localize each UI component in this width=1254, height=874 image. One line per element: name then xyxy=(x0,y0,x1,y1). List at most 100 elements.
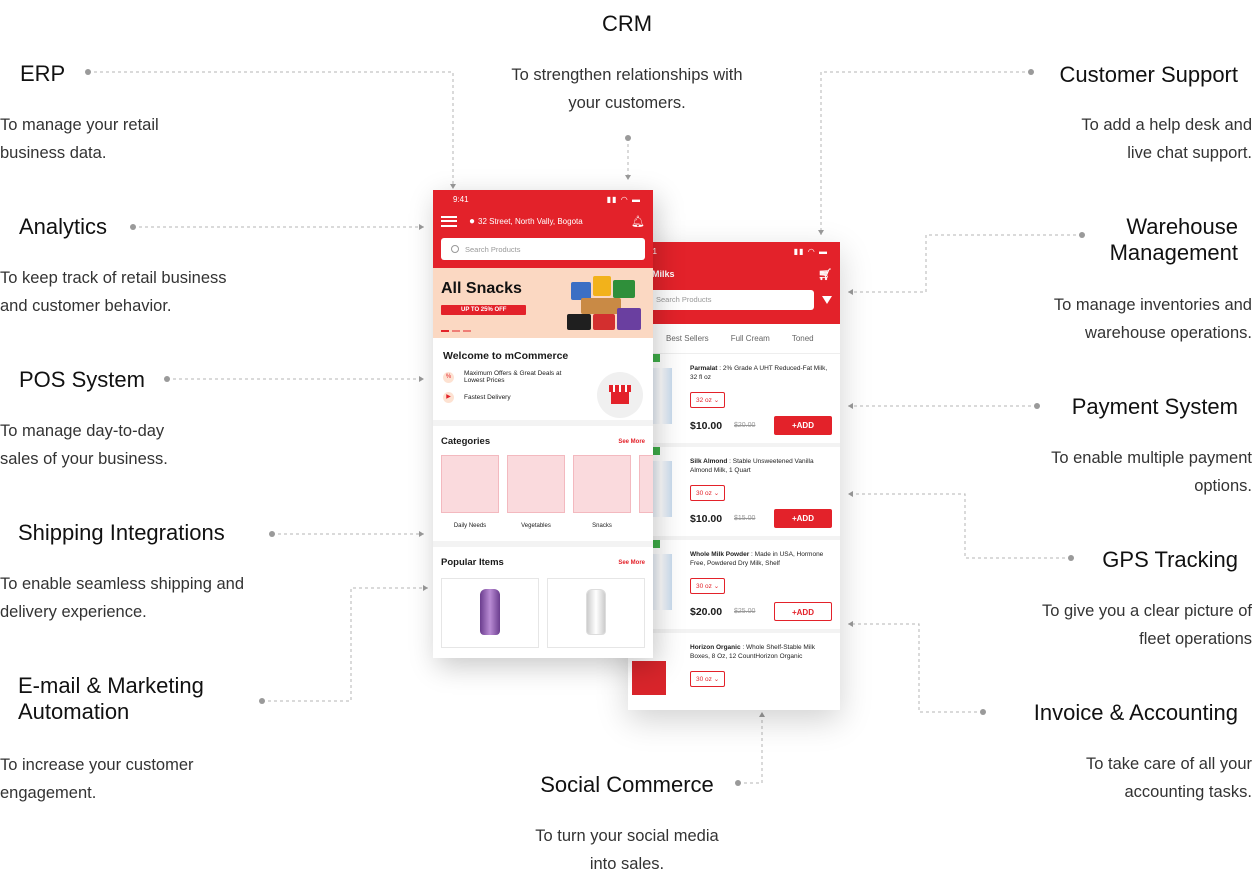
price: $10.00 xyxy=(690,420,723,432)
category-image xyxy=(639,455,653,513)
feature-title: GPS Tracking xyxy=(1102,547,1238,572)
price: $10.00 xyxy=(690,513,723,525)
feature-support-desc: To add a help desk and live chat support… xyxy=(1081,111,1252,167)
welcome-line: Fastest Delivery xyxy=(464,394,511,401)
old-price: $20.00 xyxy=(734,422,756,429)
delivery-truck-icon: ▶ xyxy=(443,392,454,403)
feature-pos-desc: To manage day-to-day sales of your busin… xyxy=(0,417,168,473)
banner-discount: UP TO 25% OFF xyxy=(441,305,527,315)
product-title: Horizon Organic : Whole Shelf-Stable Mil… xyxy=(690,643,830,661)
menu-icon[interactable] xyxy=(441,215,457,227)
feature-analytics-desc: To keep track of retail business and cus… xyxy=(0,264,227,320)
feature-warehouse: Warehouse Management xyxy=(1110,214,1238,266)
product-image xyxy=(650,368,672,424)
screen-title: Milks xyxy=(652,269,675,279)
welcome-line: Maximum Offers & Great Deals at Lowest P… xyxy=(464,370,562,384)
app-header: 9:41 ▮▮ ◠ ▬ ● 32 Street, North Vally, Bo… xyxy=(433,190,653,268)
tab-toned[interactable]: Toned xyxy=(791,334,814,343)
search-input[interactable]: Search Products xyxy=(650,290,814,310)
feature-description: To enable multiple payment options. xyxy=(1051,449,1252,495)
tab-full-cream[interactable]: Full Cream xyxy=(730,334,770,343)
app-header: 41 ▮▮ ◠ ▬ Milks 🛒︎ Search Products xyxy=(628,242,840,324)
search-placeholder: Search Products xyxy=(465,244,521,254)
search-row: Search Products xyxy=(628,290,840,310)
see-more-link[interactable]: See More xyxy=(618,559,645,566)
size-select[interactable]: 32 oz ⌄ xyxy=(690,392,726,408)
feature-invoice: Invoice & Accounting xyxy=(1034,700,1238,726)
size-select[interactable]: 30 oz ⌄ xyxy=(690,578,726,594)
add-button[interactable]: +ADD xyxy=(774,416,832,435)
product-card: Parmalat : 2% Grade A UHT Reduced-Fat Mi… xyxy=(628,354,840,447)
category-daily-needs[interactable]: Daily Needs xyxy=(441,455,499,529)
screen-title-row: Milks 🛒︎ xyxy=(628,260,840,282)
feature-email-desc: To increase your customer engagement. xyxy=(0,751,194,807)
category-image xyxy=(441,455,499,513)
offer-icon: % xyxy=(443,371,454,383)
feature-title: Payment System xyxy=(1071,394,1238,419)
feature-shipping: Shipping Integrations xyxy=(18,520,225,546)
promo-banner[interactable]: All Snacks UP TO 25% OFF xyxy=(433,268,653,338)
store-icon xyxy=(597,372,643,418)
product-title: Parmalat : 2% Grade A UHT Reduced-Fat Mi… xyxy=(690,364,830,382)
welcome-card: Welcome to mCommerce % Maximum Offers & … xyxy=(433,338,653,426)
size-select[interactable]: 30 oz ⌄ xyxy=(690,485,726,501)
add-button[interactable]: +ADD xyxy=(774,602,832,621)
delivery-address[interactable]: 32 Street, North Vally, Bogota xyxy=(478,216,583,226)
see-more-link[interactable]: See More xyxy=(618,438,645,445)
feature-description: To take care of all your accounting task… xyxy=(1086,755,1252,801)
bell-icon[interactable]: 🔔︎ xyxy=(631,215,645,228)
feature-title: Social Commerce xyxy=(540,772,714,797)
feature-analytics: Analytics xyxy=(19,214,107,240)
category-vegetables[interactable]: Vegetables xyxy=(507,455,565,529)
section-header: Categories See More xyxy=(441,436,645,447)
search-icon xyxy=(451,245,459,253)
filter-icon[interactable] xyxy=(822,296,832,304)
tab-best-sellers[interactable]: Best Sellers xyxy=(666,334,709,343)
veg-tag xyxy=(650,540,660,548)
feature-description: To increase your customer engagement. xyxy=(0,756,194,802)
product-image xyxy=(632,661,666,695)
cart-icon[interactable]: 🛒︎ xyxy=(818,268,832,281)
category-partial[interactable] xyxy=(639,455,653,529)
feature-description: To manage your retail business data. xyxy=(0,116,159,162)
welcome-title: Welcome to mCommerce xyxy=(443,350,569,362)
category-label: Snacks xyxy=(592,523,612,529)
size-select[interactable]: 30 oz ⌄ xyxy=(690,671,726,687)
section-header: Popular Items See More xyxy=(441,557,645,568)
feature-pos: POS System xyxy=(19,367,145,393)
price: $20.00 xyxy=(690,606,723,618)
product-name: Horizon Organic xyxy=(690,644,741,651)
old-price: $15.00 xyxy=(734,515,756,522)
category-label: Daily Needs xyxy=(453,523,487,529)
popular-section: Popular Items See More xyxy=(433,541,653,648)
product-image xyxy=(650,554,672,610)
feature-description: To manage day-to-day sales of your busin… xyxy=(0,422,168,468)
feature-description: To enable seamless shipping and delivery… xyxy=(0,575,244,621)
feature-title: Analytics xyxy=(19,214,108,239)
feature-title: Shipping Integrations xyxy=(18,520,225,545)
welcome-offer: % Maximum Offers & Great Deals at Lowest… xyxy=(443,370,583,384)
veg-tag xyxy=(650,354,660,362)
signal-wifi-battery-icon: ▮▮ ◠ ▬ xyxy=(793,246,828,256)
feature-gps: GPS Tracking xyxy=(1102,547,1238,573)
category-snacks[interactable]: Snacks xyxy=(573,455,631,529)
feature-erp: ERP xyxy=(20,61,65,87)
feature-description: To add a help desk and live chat support… xyxy=(1081,116,1252,162)
feature-shipping-desc: To enable seamless shipping and delivery… xyxy=(0,570,244,626)
tab-bar: Best Sellers Full Cream Toned xyxy=(628,324,840,354)
add-button[interactable]: +ADD xyxy=(774,509,832,528)
feature-title: E-mail & Marketing Automation xyxy=(18,673,204,724)
feature-description: To manage inventories and warehouse oper… xyxy=(1053,296,1252,342)
size-value: 32 oz xyxy=(696,397,712,404)
popular-item[interactable] xyxy=(441,578,539,648)
banner-title: All Snacks xyxy=(441,280,522,297)
feature-payment: Payment System xyxy=(1072,394,1238,420)
search-input[interactable]: Search Products xyxy=(441,238,645,260)
product-detail: : 2% Grade A UHT Reduced-Fat Milk, 32 fl… xyxy=(690,365,828,381)
size-value: 30 oz xyxy=(696,676,712,683)
veg-tag xyxy=(650,447,660,455)
category-image xyxy=(573,455,631,513)
popular-item[interactable] xyxy=(547,578,645,648)
product-card: Silk Almond : Stable Unsweetened Vanilla… xyxy=(628,447,840,540)
popular-items-list xyxy=(441,578,645,648)
